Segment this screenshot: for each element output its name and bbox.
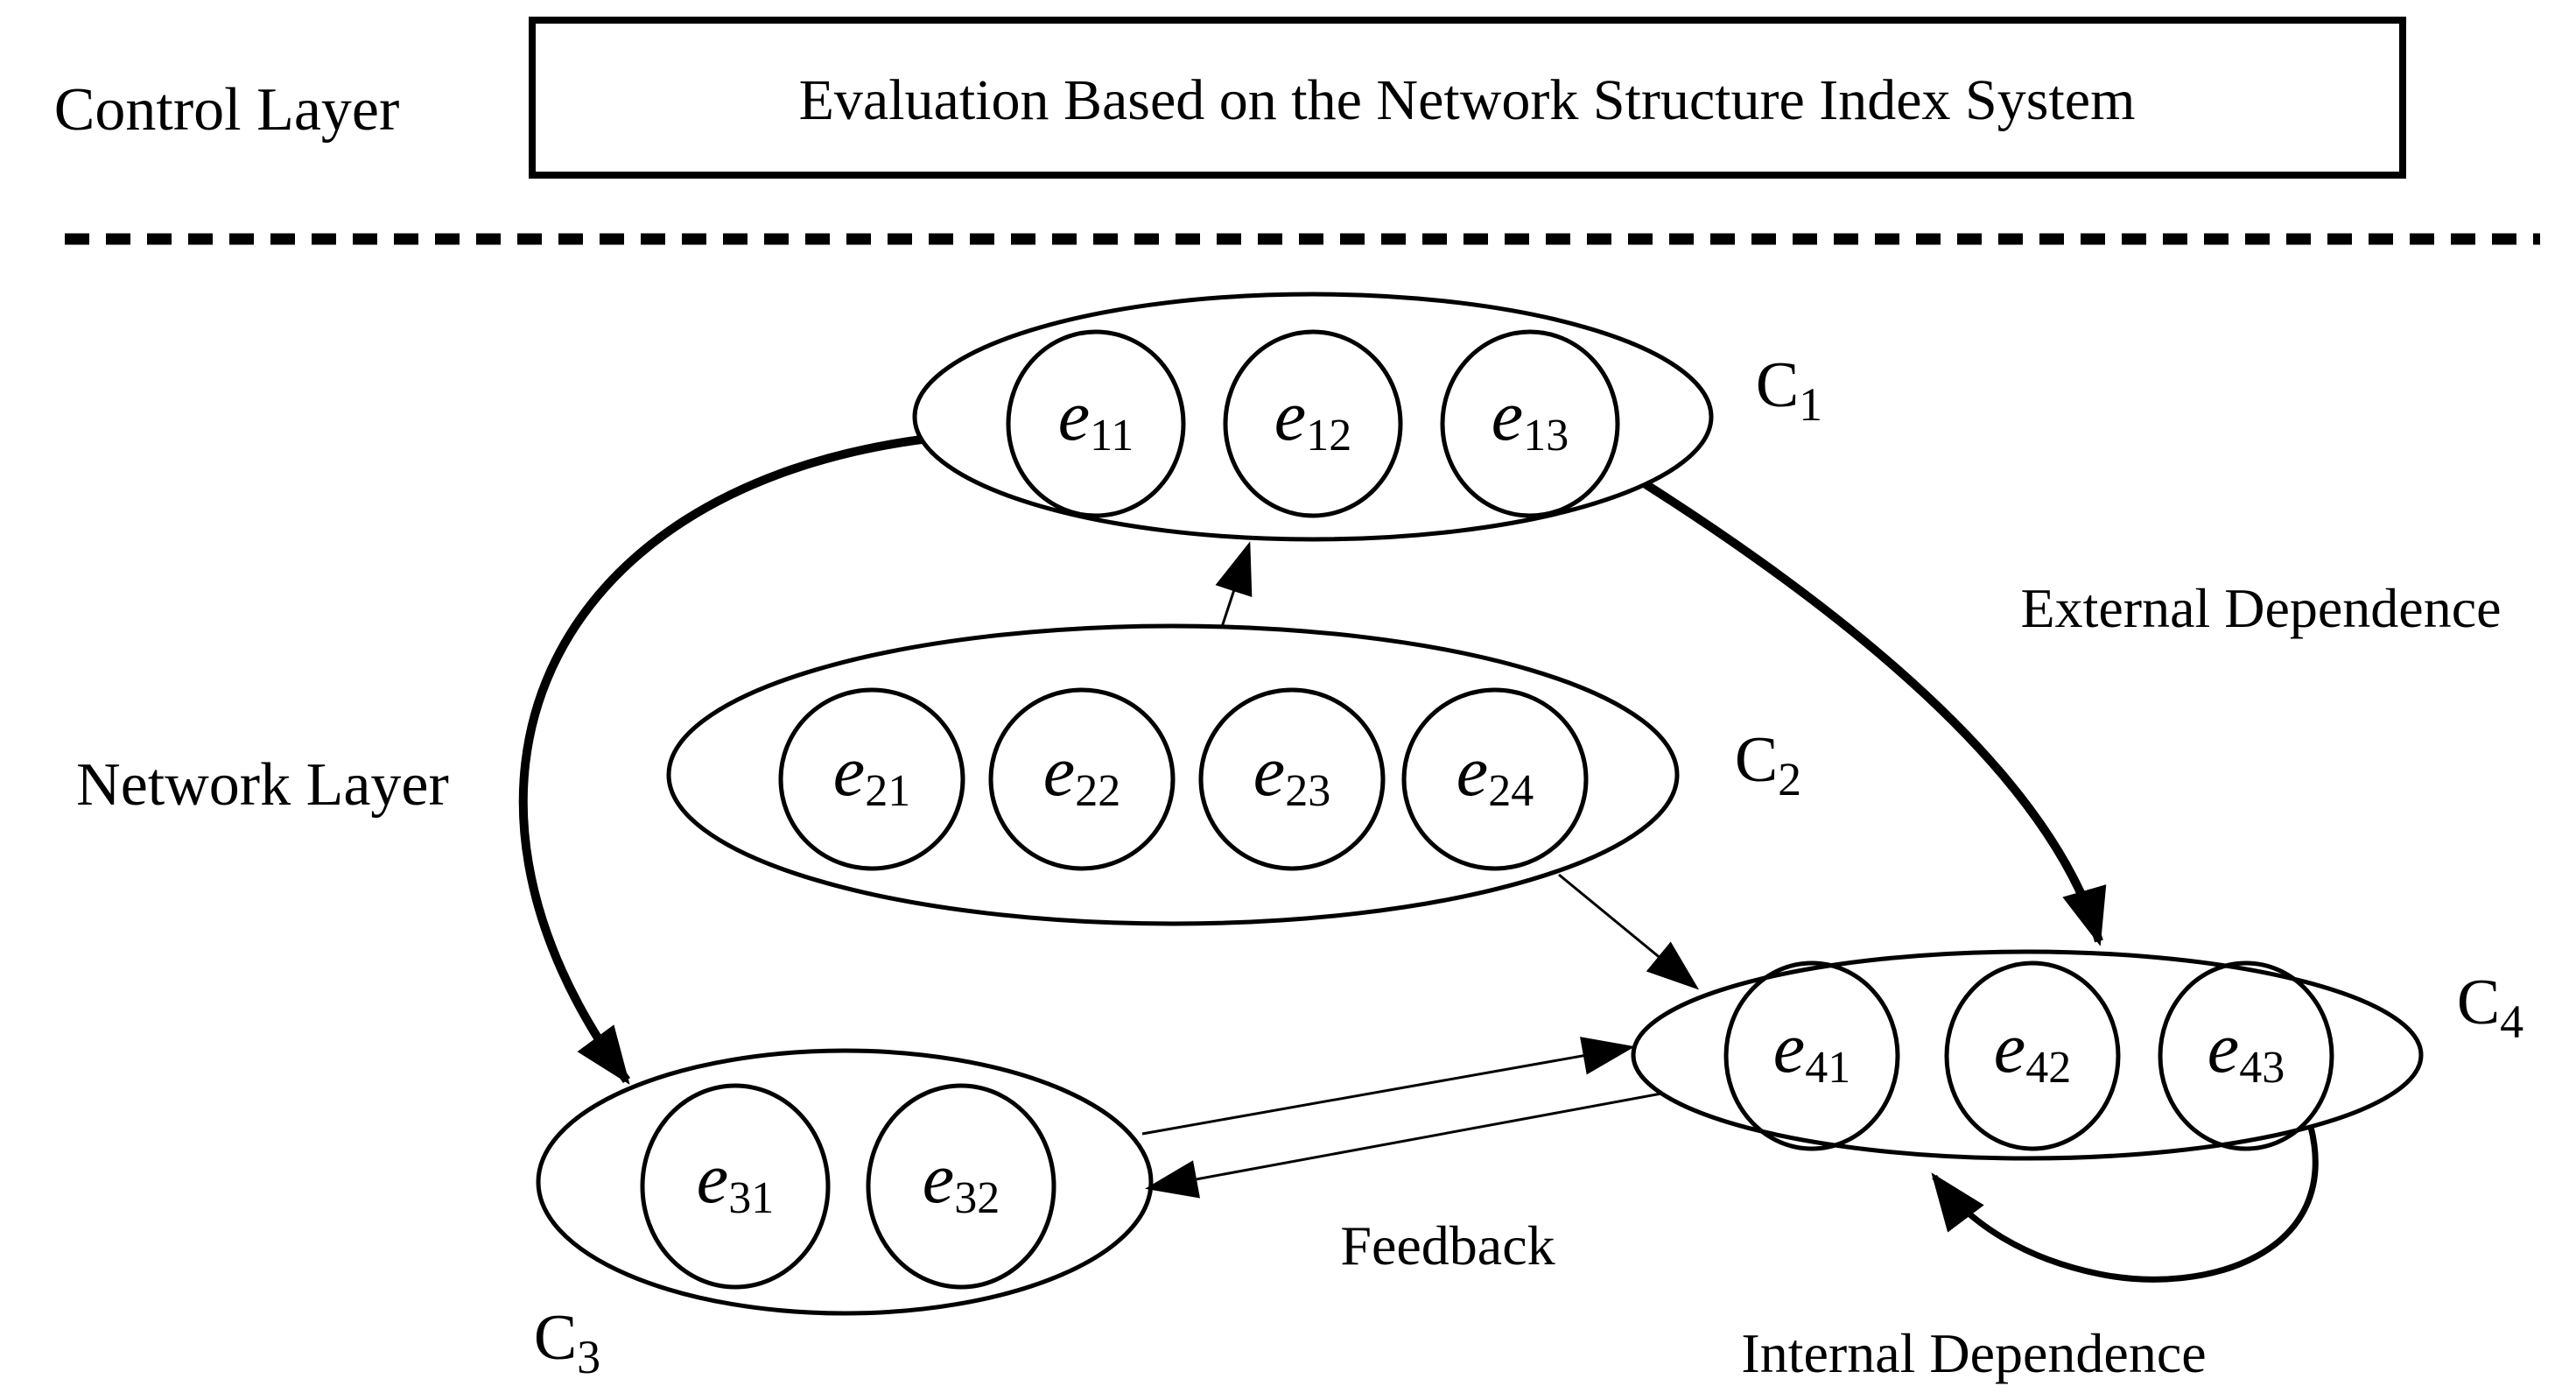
element-e11-ellipse: [1006, 329, 1186, 518]
cluster-c4: e41 e42 e43 C4: [1631, 949, 2523, 1161]
element-e43-label: e43: [2207, 1008, 2285, 1093]
element-e24-label: e24: [1456, 731, 1534, 816]
control-layer-label: Control Layer: [54, 76, 400, 144]
network-layer-label: Network Layer: [76, 751, 449, 819]
evaluation-box: [529, 17, 2406, 179]
external-dependence-label: External Dependence: [2020, 577, 2501, 639]
evaluation-box-label: Evaluation Based on the Network Structur…: [799, 68, 2136, 132]
element-e42-label: e42: [1994, 1008, 2071, 1093]
cluster-c4-ellipse: [1631, 949, 2424, 1161]
internal-dependence-label: Internal Dependence: [1741, 1322, 2206, 1384]
element-e31-ellipse: [640, 1083, 831, 1290]
arrow-c2-to-c1: [1215, 541, 1253, 628]
arrow-c3-to-c4-feedback: [1141, 1037, 1635, 1136]
cluster-c1: e11 e12 e13 C1: [912, 292, 1822, 542]
element-e31-label: e31: [697, 1138, 774, 1223]
element-e32-label: e32: [923, 1138, 1000, 1223]
arrow-c4-self-loop-internal-dependence: [1931, 1126, 2319, 1283]
cluster-c3-label: C3: [534, 1302, 600, 1383]
element-e12-ellipse: [1223, 329, 1403, 518]
element-e21-label: e21: [833, 731, 910, 816]
element-e42-ellipse: [1944, 960, 2121, 1151]
cluster-c3-ellipse: [536, 1048, 1154, 1316]
cluster-c2-label: C2: [1735, 724, 1801, 806]
element-e22-label: e22: [1043, 731, 1120, 816]
element-e11-label: e11: [1058, 376, 1134, 461]
element-e23-ellipse: [1198, 687, 1386, 871]
arrow-c1-to-c3-thick: [518, 435, 923, 1085]
arrow-c1-to-c4-external-dependence: [1643, 480, 2107, 946]
element-e13-label: e13: [1492, 376, 1569, 461]
element-e23-label: e23: [1253, 731, 1330, 816]
arrow-c4-to-c3-feedback: [1145, 1092, 1662, 1199]
element-e12-label: e12: [1274, 376, 1351, 461]
cluster-c4-label: C4: [2457, 967, 2523, 1048]
cluster-c1-label: C1: [1756, 349, 1822, 431]
element-e13-ellipse: [1440, 329, 1620, 518]
cluster-c1-ellipse: [912, 292, 1714, 542]
element-e32-ellipse: [866, 1083, 1056, 1290]
arrow-c2-to-c4: [1558, 873, 1700, 990]
element-e41-label: e41: [1773, 1008, 1850, 1093]
cluster-c2-ellipse: [666, 623, 1680, 926]
feedback-label: Feedback: [1340, 1214, 1555, 1277]
element-e21-ellipse: [778, 687, 965, 871]
cluster-c2: e21 e22 e23 e24 C2: [666, 623, 1801, 926]
element-e43-ellipse: [2158, 960, 2334, 1151]
element-e41-ellipse: [1723, 960, 1900, 1151]
element-e24-ellipse: [1401, 687, 1589, 871]
element-e22-ellipse: [988, 687, 1176, 871]
cluster-c3: e31 e32 C3: [534, 1048, 1154, 1383]
